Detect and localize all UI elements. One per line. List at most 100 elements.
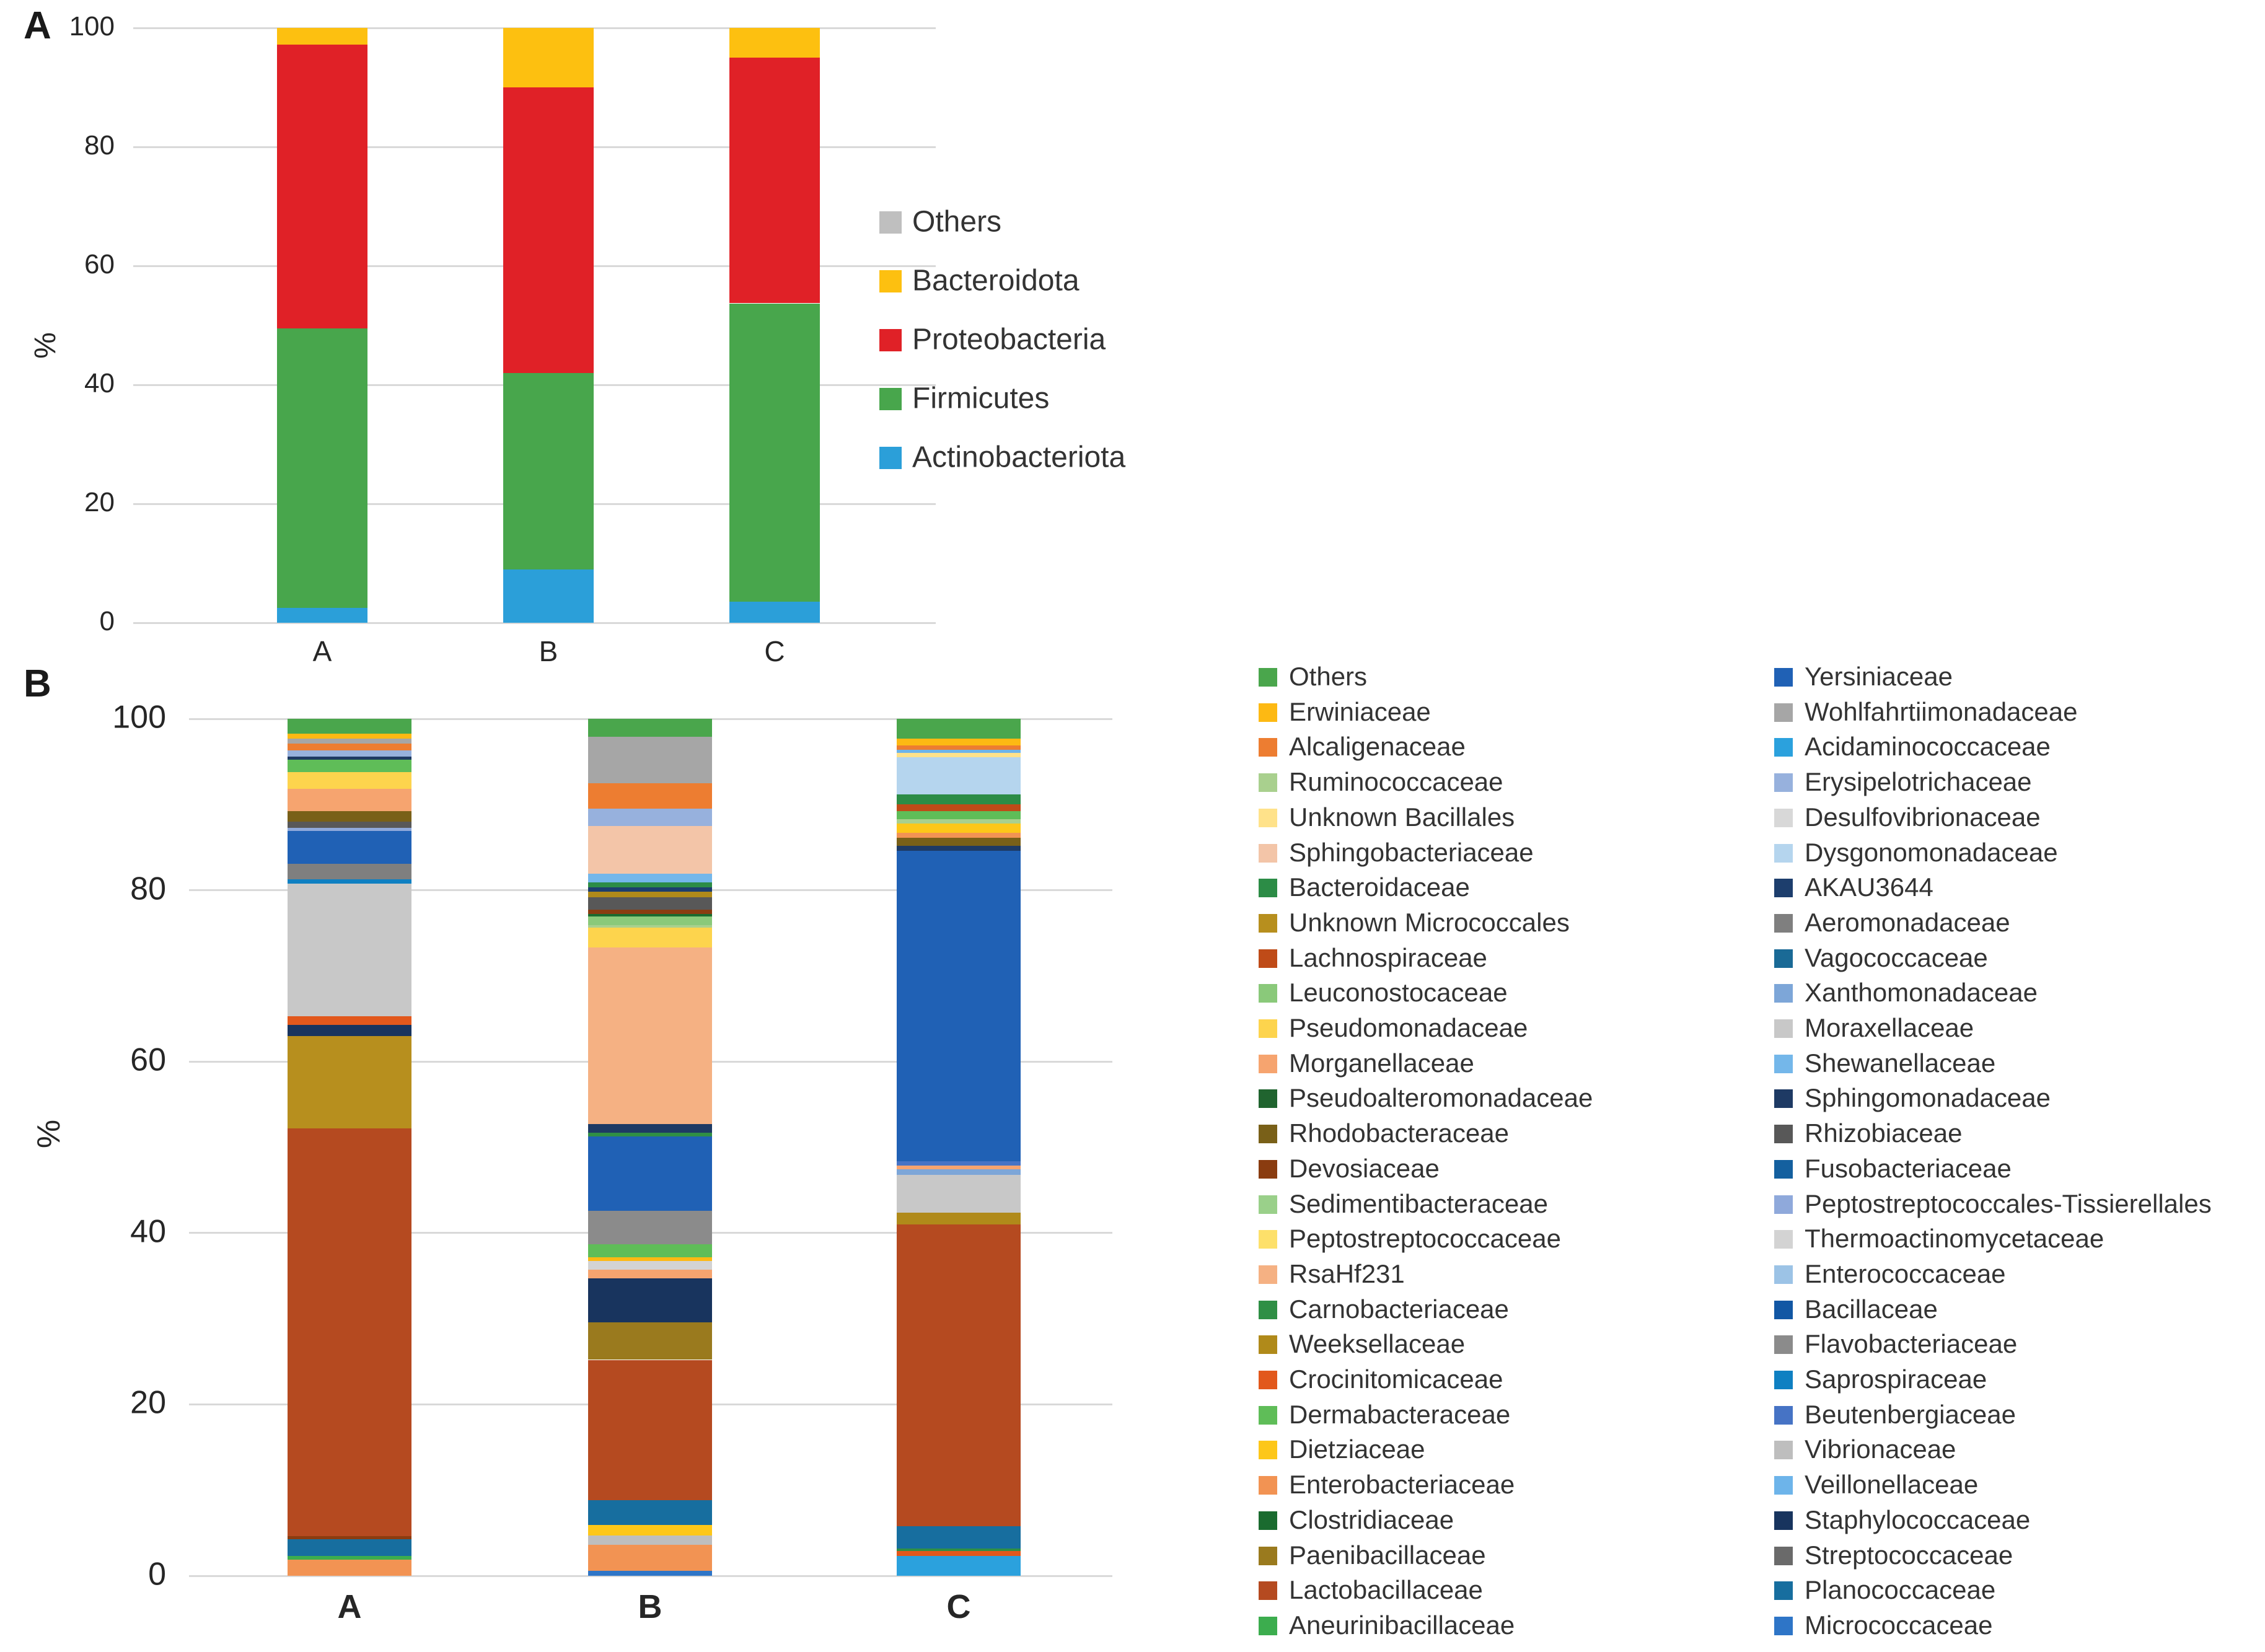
bar-segment [897,804,1021,812]
bar-segment [277,44,367,328]
legend-swatch [879,447,902,469]
legend-swatch [1774,984,1793,1003]
legend-label: Bacteroidaceae [1289,872,1470,902]
x-tick-label: C [946,1588,971,1625]
legend-label: Actinobacteriota [912,441,1126,474]
y-tick-label: 20 [84,487,115,517]
y-tick-label: 60 [84,249,115,279]
bar-segment [288,733,411,739]
bar-segment [897,1526,1021,1549]
legend-swatch [879,388,902,410]
bar-segment [897,851,1021,1161]
legend-label: Yersiniaceae [1805,662,1953,692]
x-tick-label: C [764,635,785,667]
legend-label: Unknown Micrococcales [1289,907,1570,937]
legend-label: Unknown Bacillales [1289,802,1515,832]
y-tick-label: 100 [69,11,115,42]
gridline [189,718,1112,720]
legend-label: Bacillaceae [1805,1294,1938,1324]
legend-label: Planococcaceae [1805,1575,1996,1605]
legend-label: Shewanellaceae [1805,1048,1996,1078]
legend-swatch [1774,1405,1793,1425]
legend-label: Vagococcaceae [1805,942,1988,972]
bar-segment [897,1161,1021,1166]
legend-label: Others [1289,662,1368,692]
bar-segment [588,874,712,883]
legend-label: Peptostreptococcales-Tissierellales [1805,1188,2212,1218]
bar-segment [897,823,1021,833]
y-tick-label: 0 [99,606,115,636]
bar-segment [897,738,1021,745]
legend-swatch [1774,773,1793,793]
legend-swatch [1774,808,1793,827]
legend-label: Sphingobacteriaceae [1289,837,1534,867]
bar-segment [588,783,712,809]
legend-swatch [1259,1335,1277,1355]
legend-swatch [1774,1195,1793,1214]
bar-segment [288,1024,411,1036]
bar-segment [897,753,1021,758]
legend-label: Sphingomonadaceae [1805,1083,2051,1113]
legend-swatch [1774,913,1793,933]
bar-segment [897,794,1021,805]
legend-swatch [1259,1405,1277,1425]
legend-swatch [1259,843,1277,863]
bar-segment [588,1536,712,1545]
legend-swatch [1774,1581,1793,1601]
legend-swatch [1259,738,1277,757]
bar-segment [277,608,367,623]
legend-swatch [1259,984,1277,1003]
legend-swatch [1259,773,1277,793]
legend-label: Enterobacteriaceae [1289,1470,1515,1500]
bar-segment [588,914,712,917]
legend-label: Dietziaceae [1289,1435,1425,1464]
legend-swatch [1774,1230,1793,1249]
bar-segment [288,750,411,757]
bar-segment [897,745,1021,750]
legend-label: Streptococcaceae [1805,1540,2013,1570]
legend-swatch [1774,1089,1793,1109]
legend-label: Veillonellaceae [1805,1470,1979,1500]
legend-label: RsaHf231 [1289,1259,1405,1288]
legend-label: Thermoactinomycetaceae [1805,1224,2104,1254]
bar-segment [588,1525,712,1536]
bar-segment [729,303,820,602]
bar-segment [288,760,411,772]
legend-label: Rhizobiaceae [1805,1118,1963,1148]
legend-label: Alcaligenaceae [1289,732,1466,762]
legend-label: Aeromonadaceae [1805,907,2010,937]
bar-segment [588,1270,712,1279]
y-tick-label: 20 [130,1384,166,1421]
legend-swatch [1774,668,1793,687]
bar-segment [288,738,411,744]
legend-swatch [1259,1546,1277,1565]
bar-segment [588,925,712,928]
bar-segment [897,1550,1021,1557]
bar-segment [588,1257,712,1262]
bar-segment [588,887,712,892]
legend-swatch [1774,843,1793,863]
bar-segment [277,28,367,45]
legend-swatch [1774,1125,1793,1144]
legend-label: Leuconostocaceae [1289,978,1508,1008]
stacked-bar [729,28,820,623]
legend-label: Lachnospiraceae [1289,942,1487,972]
bar-segment [897,1556,1021,1576]
y-tick-label: 100 [112,699,166,736]
legend-label: Rhodobacteraceae [1289,1118,1509,1148]
legend-label: Enterococcaceae [1805,1259,2006,1288]
bar-segment [588,1360,712,1501]
legend-swatch [1774,879,1793,898]
x-tick-label: A [312,635,332,667]
y-tick-label: 40 [130,1213,166,1250]
legend-swatch [1774,1476,1793,1495]
legend-label: Erwiniaceae [1289,696,1431,726]
legend-label: Bacteroidota [912,264,1080,297]
bar-segment [588,1261,712,1270]
bar-segment [288,1559,411,1576]
bar-segment [897,845,1021,851]
legend-swatch [1259,1476,1277,1495]
bar-segment [897,1169,1021,1175]
